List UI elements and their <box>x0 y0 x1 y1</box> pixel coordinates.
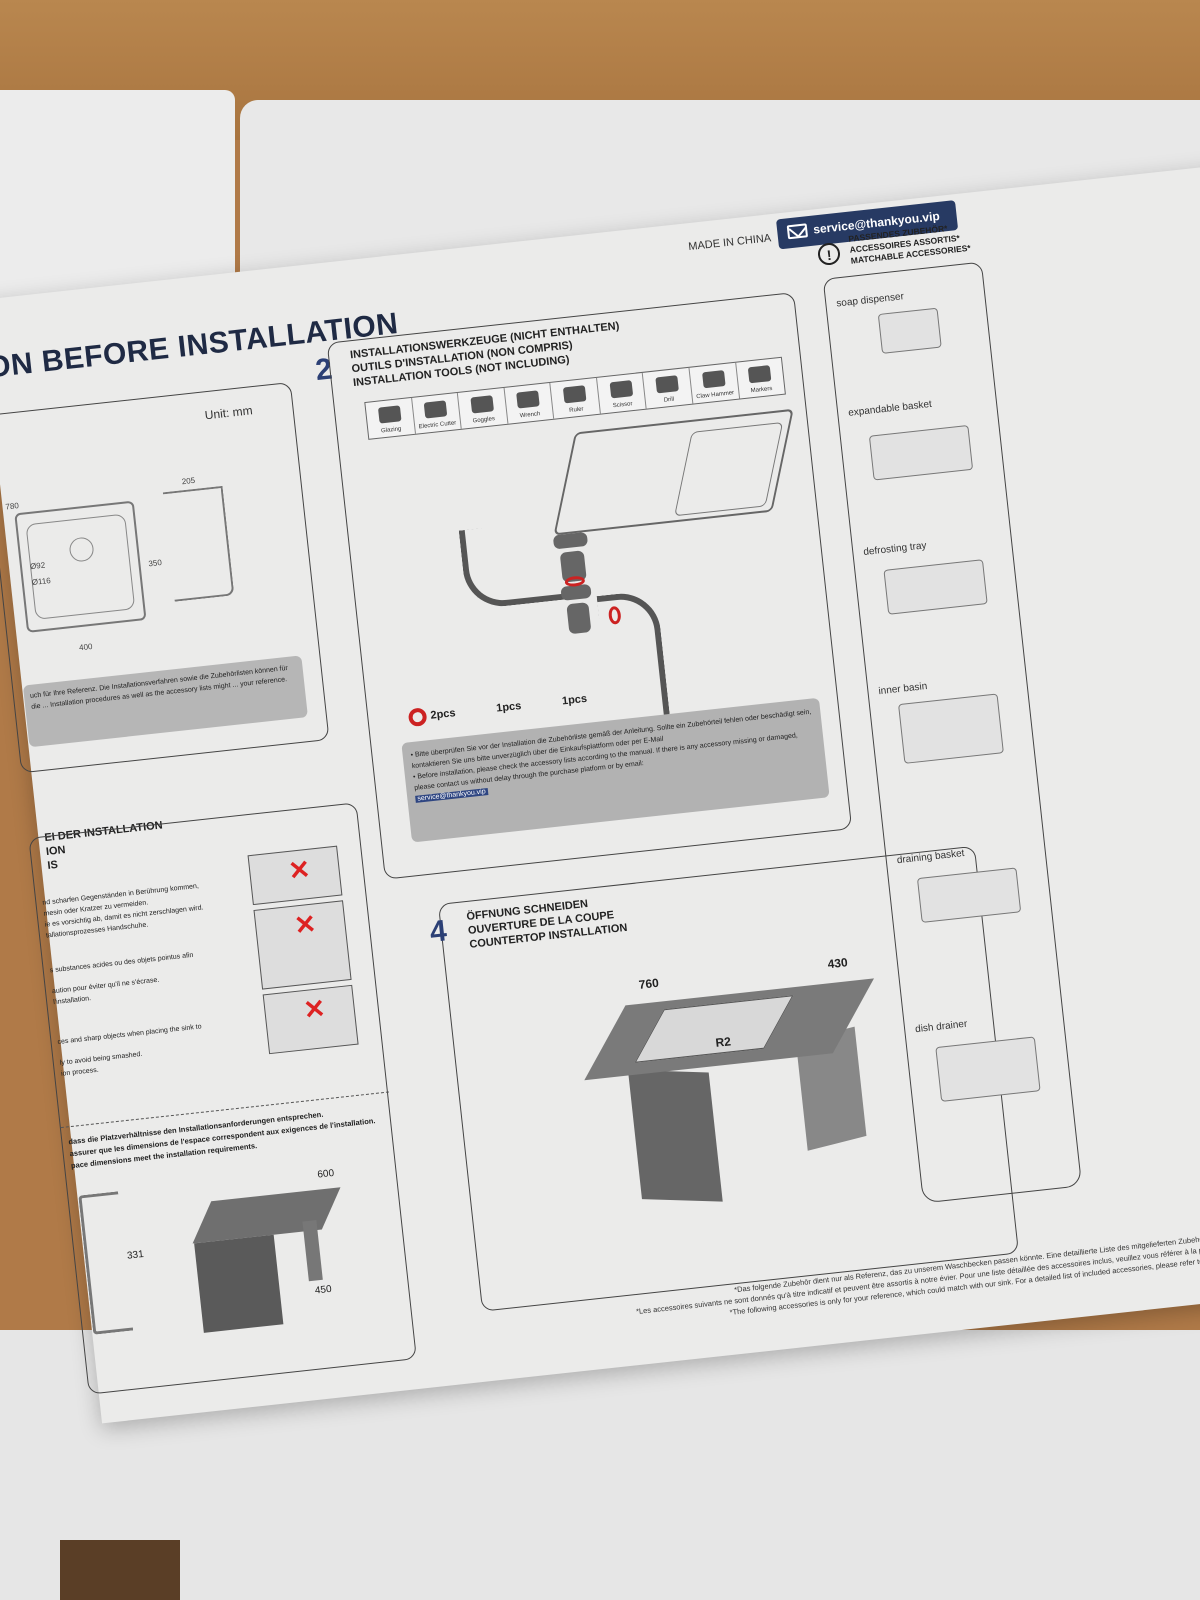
dish-drainer-icon <box>935 1036 1041 1102</box>
tool-ruler: Ruler <box>550 377 601 419</box>
tool-drill: Drill <box>643 367 694 409</box>
tool-electric-cutter: Electric Cutter <box>411 392 462 434</box>
clip-count: 1pcs <box>496 700 522 715</box>
dim-780: 780 <box>5 501 20 512</box>
tool-label: Ruler <box>568 406 584 414</box>
count-label: 1pcs <box>495 699 522 715</box>
glazing-gun-icon <box>377 405 402 424</box>
dim-760: 760 <box>638 975 660 992</box>
warning-illustration-3: ✕ <box>262 984 359 1055</box>
reference-note: uch für Ihre Referenz. Die Installations… <box>22 655 308 748</box>
tool-markers: Markers <box>736 358 785 399</box>
parts-count-row: 2pcs 1pcs 1pcs <box>407 686 626 728</box>
tools-panel: Glazing Electric Cutter Goggles Wrench R… <box>326 292 853 880</box>
soap-dispenser-icon <box>877 307 942 354</box>
drill-icon <box>655 375 680 394</box>
tool-label: Markers <box>750 385 773 395</box>
tool-claw-hammer: Claw Hammer <box>689 362 740 404</box>
electric-cutter-icon <box>424 400 448 419</box>
drain-circle <box>68 536 95 563</box>
accessory-label: dish drainer <box>914 1018 968 1036</box>
sink-perspective-drawing <box>553 408 794 536</box>
count-label: 1pcs <box>561 692 588 708</box>
count-label: 2pcs <box>429 707 457 722</box>
cabinet-body <box>194 1234 284 1333</box>
inner-basin-icon <box>898 693 1004 764</box>
dim-450: 450 <box>314 1283 333 1297</box>
seal-ring-count: 2pcs <box>407 707 457 728</box>
x-mark-icon: ✕ <box>292 908 318 941</box>
tool-wrench: Wrench <box>504 382 555 424</box>
accessory-label: draining basket <box>896 847 965 867</box>
dim-350: 350 <box>147 557 163 569</box>
step-4-number: 4 <box>428 914 449 950</box>
sink-side-view <box>162 485 235 602</box>
exclamation-icon: ! <box>816 241 842 267</box>
dim-430: 430 <box>826 955 849 972</box>
tool-label: Electric Cutter <box>418 420 457 431</box>
gloves-count: 1pcs <box>561 693 587 708</box>
tool-scissor: Scissor <box>596 372 648 414</box>
dim-d92: Ø92 <box>29 560 46 572</box>
dim-331: 331 <box>126 1248 145 1262</box>
countertop-leg-left <box>627 1069 723 1202</box>
accessory-label: defrosting tray <box>862 540 928 559</box>
accessory-label: inner basin <box>877 680 928 698</box>
mail-icon <box>786 223 809 240</box>
made-in-label: MADE IN CHINA <box>687 232 772 254</box>
warning-illustration-1: ✕ <box>247 845 343 906</box>
dimensions-panel: Unit: mm 780 205 350 400 Ø92 Ø116 uch fü… <box>0 381 330 774</box>
precautions-panel: nd scharfen Gegenständen in Berührung ko… <box>28 802 417 1395</box>
warning-illustration-2: ✕ <box>253 900 352 990</box>
cabinet-front-drawing <box>78 1191 134 1335</box>
unit-label: Unit: mm <box>204 403 254 423</box>
tool-label: Goggles <box>472 416 496 425</box>
tool-label: Glazing <box>380 426 402 435</box>
ruler-icon <box>562 385 587 404</box>
marker-icon <box>748 365 772 384</box>
step-4-heading: ÖFFNUNG SCHNEIDEN OUVERTURE DE LA COUPE … <box>466 893 628 952</box>
scissor-icon <box>609 380 633 399</box>
tool-goggles: Goggles <box>457 387 509 429</box>
defrosting-tray-icon <box>883 559 988 615</box>
dim-600: 600 <box>316 1167 335 1181</box>
precaution-text-en: ces and sharp objects when placing the s… <box>57 1021 206 1079</box>
tool-label: Drill <box>663 396 675 404</box>
dim-205: 205 <box>181 475 196 487</box>
tool-glazing: Glazing <box>365 397 416 439</box>
hammer-icon <box>701 370 726 389</box>
accessory-label: soap dispenser <box>835 291 905 310</box>
accessory-label: expandable basket <box>847 398 933 419</box>
goggles-icon <box>470 395 494 414</box>
x-mark-icon: ✕ <box>286 853 312 886</box>
box-corner <box>60 1540 180 1600</box>
dim-400: 400 <box>78 641 93 653</box>
x-mark-icon: ✕ <box>301 992 327 1026</box>
instruction-sheet: MADE IN CHINA service@thankyou.vip ON BE… <box>0 161 1200 1424</box>
wrench-icon <box>516 390 541 409</box>
draining-basket-icon <box>916 867 1022 923</box>
tool-label: Scissor <box>612 401 633 410</box>
space-requirement-text: dass die Platzverhältnisse den Installat… <box>68 1103 378 1172</box>
tool-label: Wrench <box>519 411 541 420</box>
tool-label: Claw Hammer <box>696 390 735 401</box>
precaution-text-fr: s substances acides ou des objets pointu… <box>49 950 197 1008</box>
drain-assembly <box>550 531 603 656</box>
ring-icon <box>407 707 428 728</box>
precaution-text-de: nd scharfen Gegenständen in Berührung ko… <box>42 881 205 942</box>
dim-r2: R2 <box>714 1034 732 1050</box>
expandable-basket-icon <box>868 424 974 481</box>
